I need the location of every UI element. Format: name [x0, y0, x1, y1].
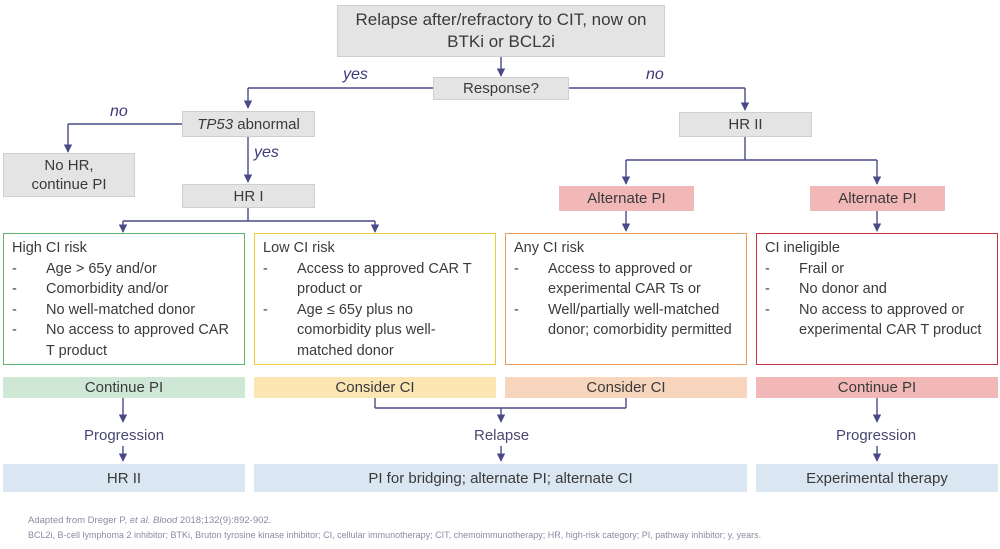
risk-panel-title: High CI risk — [12, 240, 87, 256]
start-node: Relapse after/refractory to CIT, now on … — [337, 5, 665, 57]
progression-label-right: Progression — [836, 427, 917, 444]
risk-criteria-list: Frail or No donor and No access to appro… — [765, 259, 989, 341]
citation-footnote: Adapted from Dreger P, et al. Blood 2018… — [28, 515, 271, 526]
alternate-pi-text-1: Alternate PI — [587, 190, 666, 207]
risk-criterion: Access to approved CAR T product or — [263, 259, 487, 300]
start-node-text: Relapse after/refractory to CIT, now on … — [355, 10, 647, 51]
risk-panel-title: CI ineligible — [765, 240, 840, 256]
tp53-node: TP53 abnormal — [182, 111, 315, 137]
response-node-text: Response? — [463, 80, 539, 97]
hr1-node-text: HR I — [233, 187, 264, 205]
tp53-suffix: abnormal — [233, 115, 300, 133]
citation-post: 2018;132(9):892-902. — [177, 515, 272, 526]
risk-criterion: Well/partially well-matched donor; comor… — [514, 300, 738, 341]
risk-criterion: Age > 65y and/or — [12, 259, 236, 280]
risk-criteria-list: Access to approved CAR T product or Age … — [263, 259, 487, 362]
no-label-tp53: no — [110, 103, 128, 120]
action-consider-ci-low: Consider CI — [254, 377, 496, 398]
risk-criterion: No access to approved CAR T product — [12, 320, 236, 361]
risk-panel-high: High CI risk Age > 65y and/or Comorbidit… — [3, 233, 245, 365]
hr2-node: HR II — [679, 112, 812, 137]
action-text: Consider CI — [335, 379, 415, 396]
action-text: Consider CI — [586, 379, 666, 396]
yes-label-left: yes — [343, 66, 368, 83]
outcome-text: HR II — [106, 469, 142, 487]
risk-panel-low: Low CI risk Access to approved CAR T pro… — [254, 233, 496, 365]
risk-criterion: No well-matched donor — [12, 300, 236, 321]
risk-criterion: No donor and — [765, 279, 989, 300]
risk-criterion: Frail or — [765, 259, 989, 280]
citation-italic: et al. Blood — [129, 515, 178, 526]
no-hr-node-text: No HR, continue PI — [31, 157, 107, 193]
alternate-pi-text-2: Alternate PI — [838, 190, 917, 207]
risk-panel-any: Any CI risk Access to approved or experi… — [505, 233, 747, 365]
tp53-gene: TP53 — [197, 115, 234, 133]
alternate-pi-node-1: Alternate PI — [559, 186, 694, 211]
risk-criterion: Age ≤ 65y plus no comorbidity plus well-… — [263, 300, 487, 362]
progression-label-left: Progression — [84, 427, 165, 444]
response-node: Response? — [433, 77, 569, 100]
action-continue-pi-right: Continue PI — [756, 377, 998, 398]
outcome-hr2: HR II — [3, 464, 245, 492]
outcome-bridging: PI for bridging; alternate PI; alternate… — [254, 464, 747, 492]
risk-criteria-list: Access to approved or experimental CAR T… — [514, 259, 738, 341]
risk-panel-title: Any CI risk — [514, 240, 585, 256]
citation-pre: Adapted from Dreger P, — [28, 515, 130, 526]
alternate-pi-node-2: Alternate PI — [810, 186, 945, 211]
no-label-right: no — [646, 66, 664, 83]
risk-panel-ineligible: CI ineligible Frail or No donor and No a… — [756, 233, 998, 365]
hr2-node-text: HR II — [728, 116, 763, 133]
action-consider-ci-any: Consider CI — [505, 377, 747, 398]
hr1-node: HR I — [182, 184, 315, 208]
relapse-label: Relapse — [474, 427, 530, 444]
yes-label-tp53: yes — [254, 144, 279, 161]
action-text: Continue PI — [837, 379, 917, 396]
risk-criterion: Access to approved or experimental CAR T… — [514, 259, 738, 300]
tp53-node-text: TP53 abnormal — [197, 115, 300, 134]
risk-criterion: Comorbidity and/or — [12, 279, 236, 300]
risk-criterion: No access to approved or experimental CA… — [765, 300, 989, 341]
action-text: Continue PI — [84, 379, 164, 396]
no-hr-node: No HR, continue PI — [3, 153, 135, 197]
outcome-text: Experimental therapy — [806, 469, 948, 487]
outcome-text: PI for bridging; alternate PI; alternate… — [368, 469, 633, 487]
abbreviations-footnote: BCL2i, B-cell lymphoma 2 inhibitor; BTKi… — [28, 530, 762, 540]
risk-criteria-list: Age > 65y and/or Comorbidity and/or No w… — [12, 259, 236, 362]
risk-panel-title: Low CI risk — [263, 240, 335, 256]
outcome-experimental: Experimental therapy — [756, 464, 998, 492]
action-continue-pi-left: Continue PI — [3, 377, 245, 398]
